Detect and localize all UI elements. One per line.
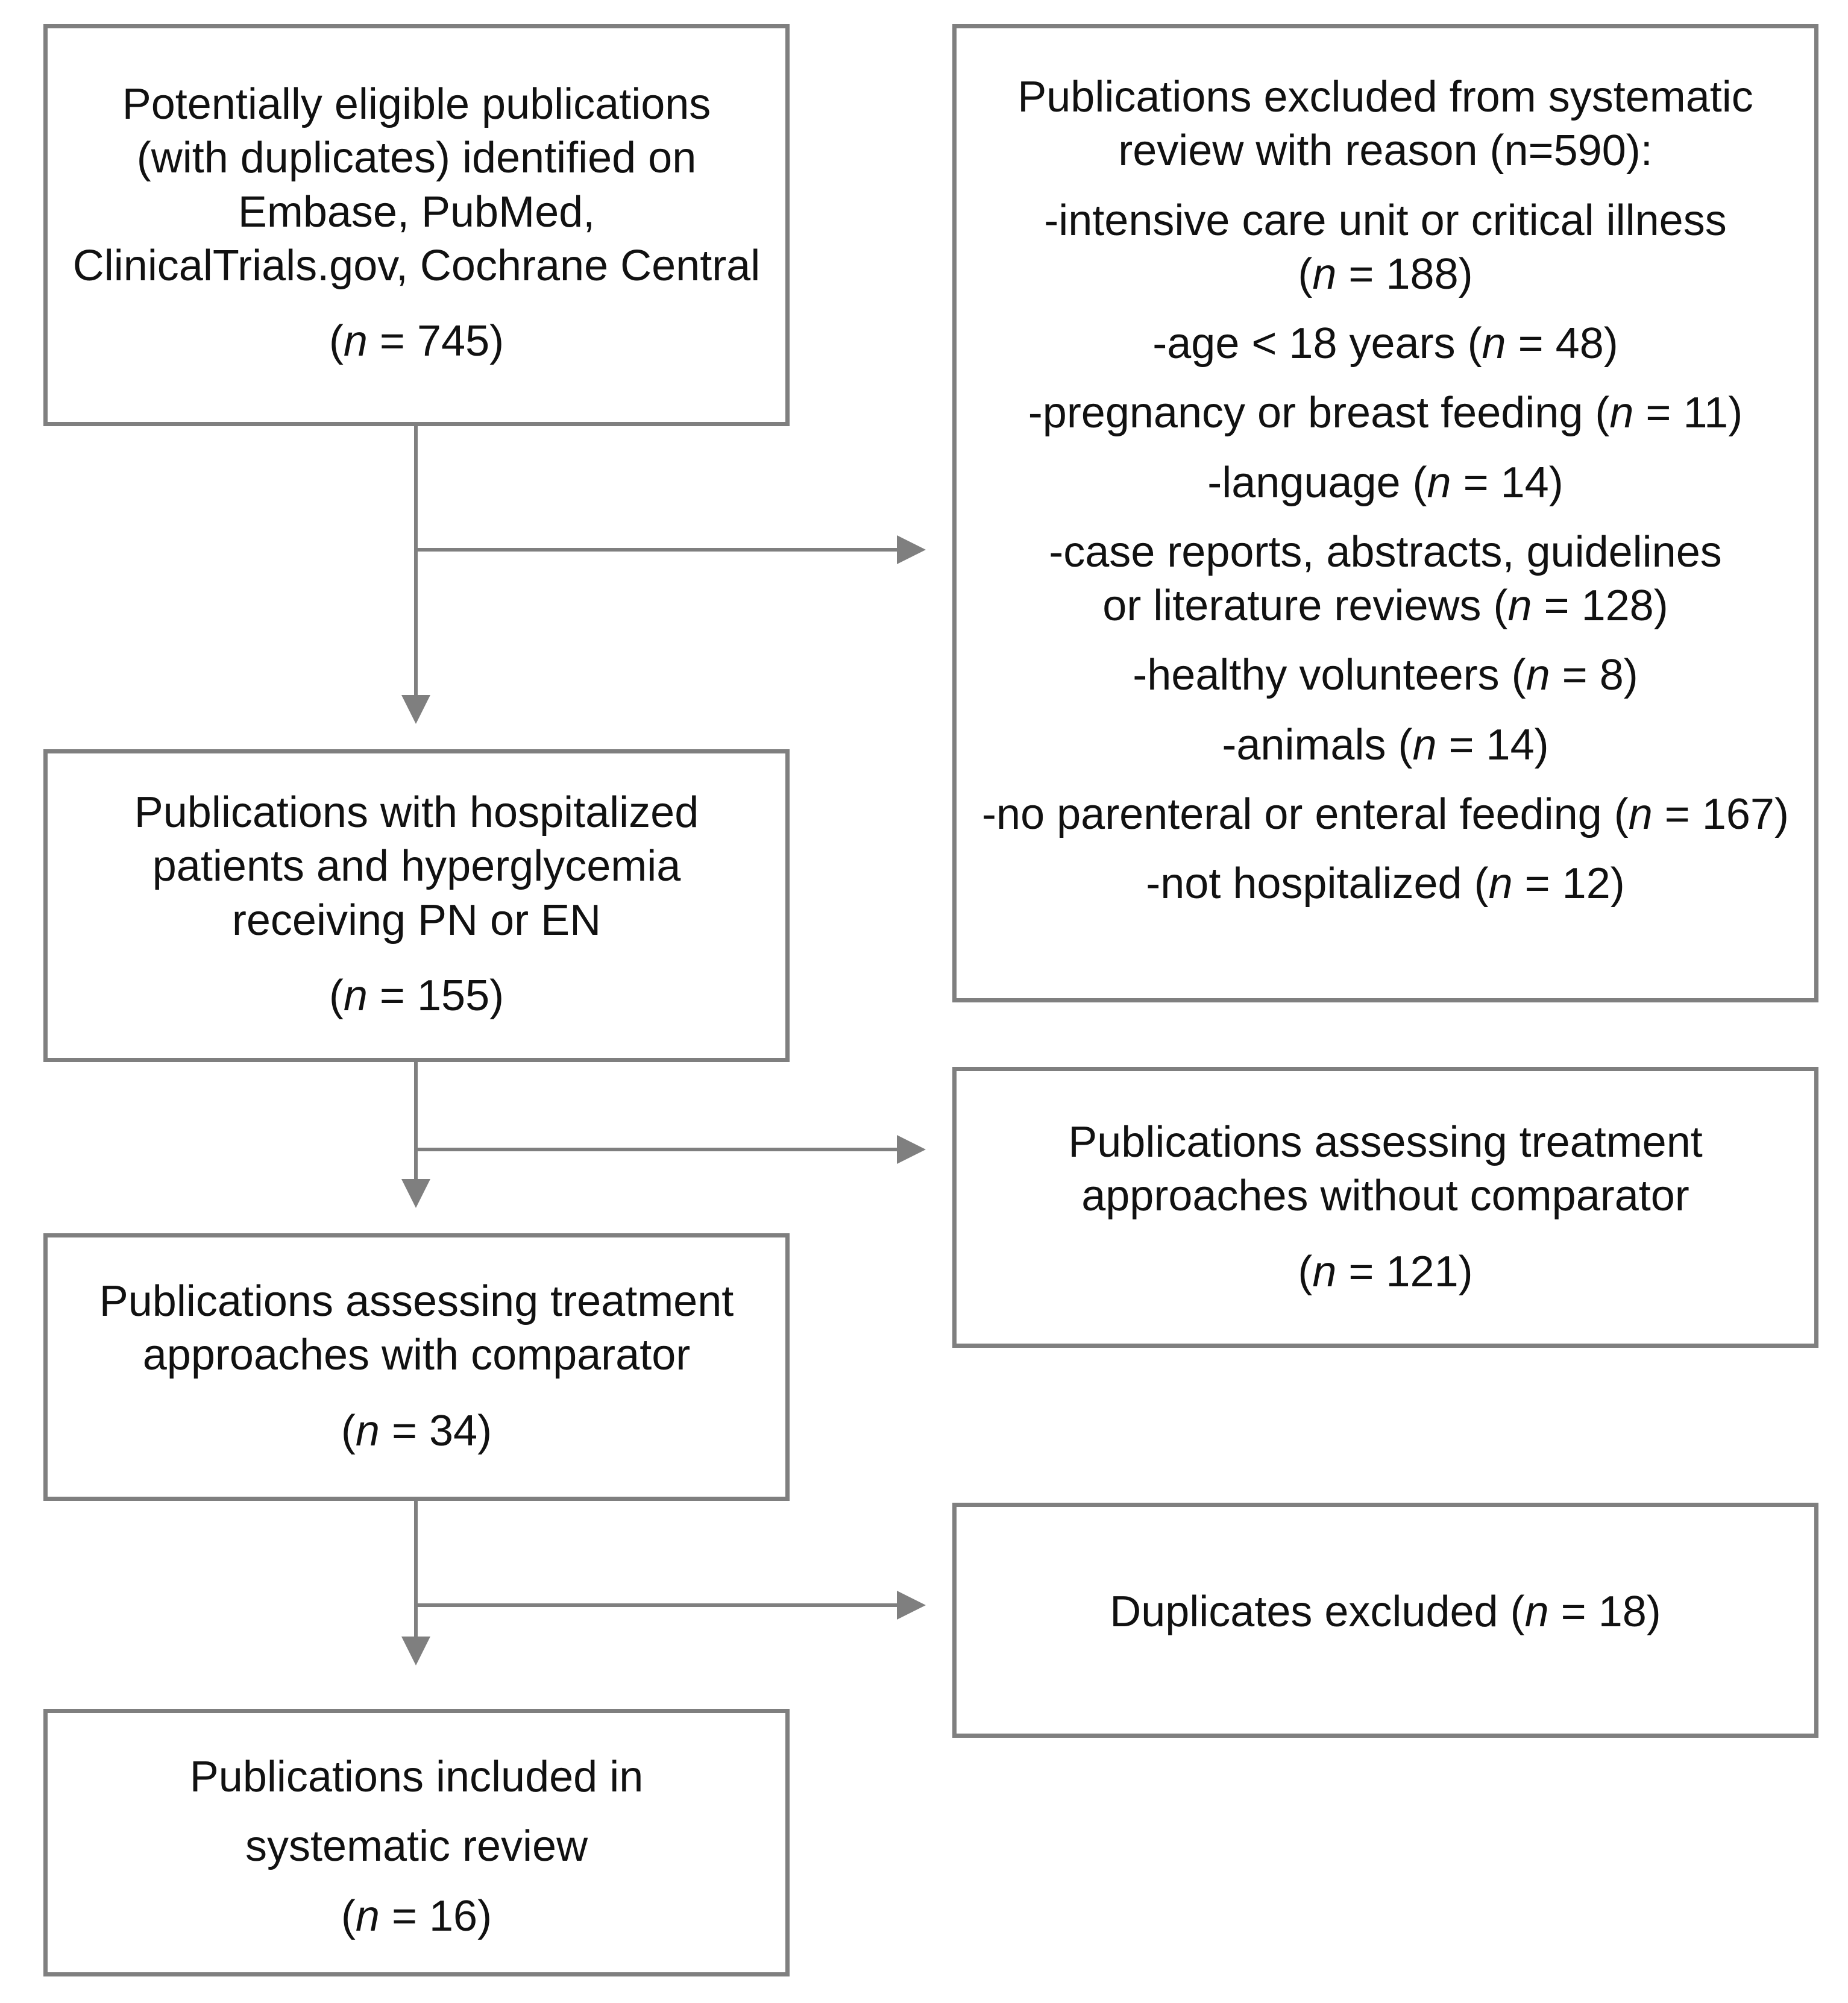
box-hospitalized: Publications with hospitalized patients … [43, 749, 790, 1062]
exclusion-reason: -healthy volunteers (n = 8) [1133, 651, 1638, 700]
box-text-line: (with duplicates) identified on [136, 134, 697, 183]
box-without-comparator: Publications assessing treatment approac… [952, 1067, 1818, 1348]
exclusion-reason: -pregnancy or breast feeding (n = 11) [1028, 389, 1743, 438]
box-text-line: approaches without comparator [1081, 1172, 1689, 1221]
box-count: (n = 155) [328, 971, 504, 1020]
box-text-line: Publications assessing treatment [99, 1277, 734, 1325]
box-duplicates: Duplicates excluded (n = 18) [952, 1503, 1818, 1738]
box-text-line: Duplicates excluded (n = 18) [1110, 1588, 1661, 1636]
box-text-line: ClinicalTrials.gov, Cochrane Central [72, 241, 761, 290]
box-included: Publications included in systematic revi… [43, 1709, 790, 1976]
box-excluded: Publications excluded from systematic re… [952, 24, 1818, 1002]
exclusion-reason: -intensive care unit or critical illness [1044, 196, 1727, 245]
box-count: (n = 121) [1298, 1247, 1473, 1296]
exclusion-reason: -not hospitalized (n = 12) [1146, 860, 1625, 908]
box-text-line: Potentially eligible publications [122, 80, 711, 128]
box-text-line: approaches with comparator [142, 1331, 691, 1380]
exclusion-reason: -case reports, abstracts, guidelines [1049, 527, 1722, 576]
box-identified: Potentially eligible publications (with … [43, 24, 790, 426]
exclusion-count: (n = 188) [1298, 250, 1473, 298]
box-text-line: Publications included in [189, 1753, 644, 1801]
box-text-line: systematic review [245, 1822, 588, 1871]
exclusion-reason: -age < 18 years (n = 48) [1152, 319, 1618, 368]
box-with-comparator: Publications assessing treatment approac… [43, 1233, 790, 1501]
exclusion-reason: -animals (n = 14) [1222, 720, 1549, 769]
box-text-line: Publications assessing treatment [1068, 1118, 1703, 1166]
box-title-line: Publications excluded from systematic [1017, 73, 1753, 121]
box-count: (n = 34) [341, 1406, 492, 1455]
exclusion-reason: or literature reviews (n = 128) [1102, 582, 1668, 630]
box-text-line: patients and hyperglycemia [152, 842, 681, 891]
box-text-line: receiving PN or EN [231, 896, 602, 945]
box-text-line: Publications with hospitalized [134, 788, 699, 837]
box-text-line: Embase, PubMed, [237, 187, 596, 236]
box-title-line: review with reason (n=590): [1118, 127, 1653, 175]
box-count: (n = 745) [328, 317, 504, 366]
box-count: (n = 16) [341, 1891, 492, 1940]
exclusion-reason: -no parenteral or enteral feeding (n = 1… [982, 790, 1789, 838]
exclusion-reason: -language (n = 14) [1207, 458, 1564, 507]
